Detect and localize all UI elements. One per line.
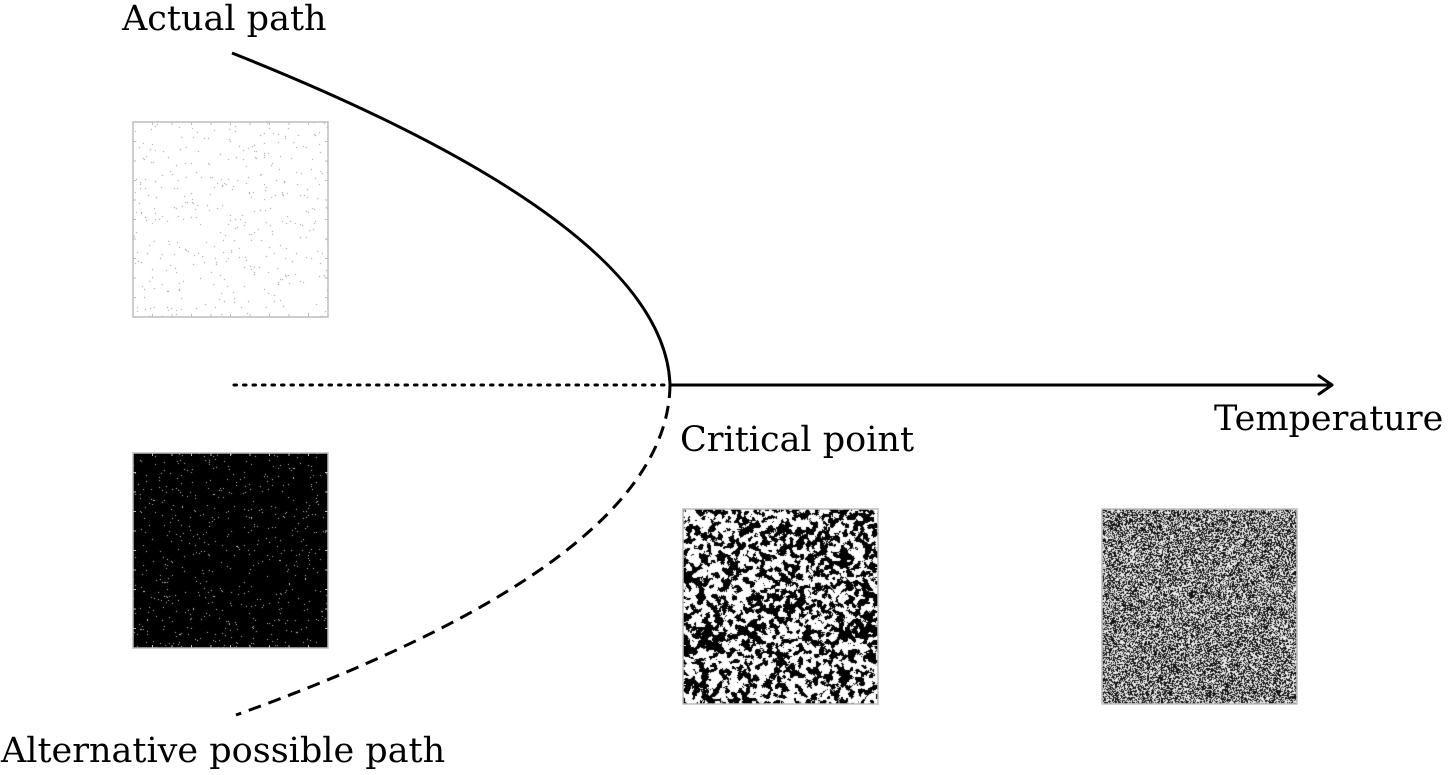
lattice-spins-image — [133, 453, 328, 648]
actual-path-label: Actual path — [121, 0, 327, 39]
lattice-spins-image — [1102, 509, 1297, 704]
actual-path-curve — [231, 51, 672, 386]
alternative-path-label: Alternative possible path — [0, 731, 445, 771]
critical-lattice — [682, 508, 879, 705]
lattice-spins-image — [683, 509, 878, 704]
ordered-down-lattice — [132, 452, 329, 649]
temperature-axis-label: Temperature — [1214, 399, 1443, 439]
ordered-up-lattice — [132, 121, 329, 318]
disordered-lattice — [1101, 508, 1298, 705]
lattice-spins-image — [133, 122, 328, 317]
temperature-axis-arrowhead — [1317, 374, 1334, 396]
critical-point-label: Critical point — [680, 420, 914, 460]
alternative-path-curve — [235, 384, 672, 717]
